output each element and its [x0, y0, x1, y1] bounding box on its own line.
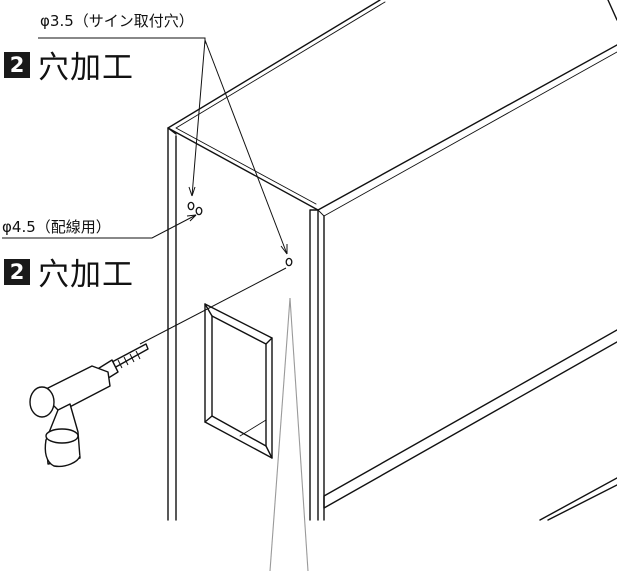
- electric-drill: [29, 343, 149, 468]
- step-number-badge: 2: [4, 258, 30, 285]
- step-number-badge: 2: [4, 51, 30, 78]
- leader-arrow-2: [204, 39, 288, 255]
- cabinet-left-side: [167, 127, 177, 521]
- handle-opening: [204, 303, 273, 459]
- cabinet-front-edge: [309, 209, 325, 521]
- step-drilling-sign: 2 穴加工: [4, 42, 134, 87]
- hole-note-sign: φ3.5（サイン取付穴）: [40, 12, 194, 30]
- step-title: 穴加工: [38, 257, 134, 293]
- sign-mount-hole-1: [187, 201, 195, 211]
- sign-mount-hole-2: [195, 206, 203, 216]
- leader-arrow-1: [191, 39, 206, 197]
- dimension-lines: [269, 297, 309, 572]
- hole-note-wiring: φ4.5（配線用）: [2, 218, 111, 236]
- cabinet-door-line: [323, 329, 617, 509]
- step-drilling-wiring: 2 穴加工: [4, 249, 134, 294]
- cabinet-top: [167, 0, 617, 211]
- wiring-hole: [285, 257, 293, 267]
- step-title: 穴加工: [38, 50, 134, 86]
